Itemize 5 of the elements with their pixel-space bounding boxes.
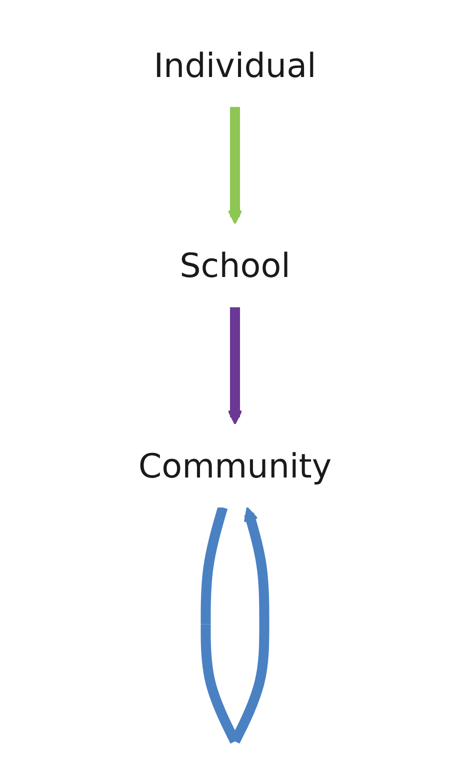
arrow — [228, 307, 242, 425]
node-text: Individual — [154, 45, 316, 86]
node-text: School — [180, 245, 290, 286]
arrow — [228, 106, 242, 224]
node-text: Community — [138, 446, 332, 486]
